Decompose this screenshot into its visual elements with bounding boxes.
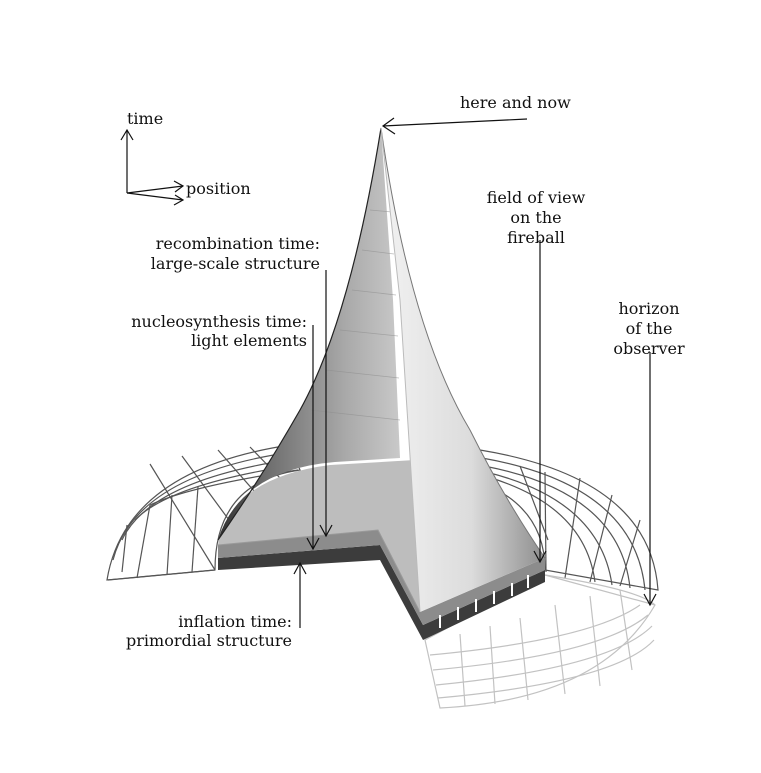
cone-left-side — [217, 127, 401, 541]
nucleosynthesis-layer — [218, 530, 545, 628]
position-axis-label: position — [186, 179, 251, 198]
field-of-view-label-line2: on the — [510, 208, 561, 227]
recombination-disk — [217, 460, 421, 613]
inflation-pointer — [293, 561, 307, 628]
inflation-label-line2: primordial structure — [126, 631, 292, 650]
here-and-now-label: here and now — [460, 93, 571, 112]
nucleosynthesis-label-line1: nucleosynthesis time: — [131, 312, 307, 331]
cone-right-side — [380, 127, 546, 613]
horizon-pointer — [643, 352, 657, 607]
grid-ring-right — [474, 449, 659, 591]
time-axis-label: time — [127, 109, 163, 128]
nucleosynthesis-label-line2: light elements — [191, 331, 307, 350]
field-of-view-label-line3: fireball — [507, 228, 565, 247]
inflation-layer — [218, 545, 545, 640]
field-of-view-label-line1: field of view — [487, 188, 586, 207]
recombination-pointer — [319, 270, 333, 538]
horizon-label-line1: horizon — [618, 299, 679, 318]
horizon-label-line3: observer — [613, 339, 685, 358]
grid-wedge-front — [424, 574, 656, 709]
recombination-label-line2: large-scale structure — [151, 254, 320, 273]
recombination-label-line1: recombination time: — [156, 234, 320, 253]
nucleosynthesis-pointer — [306, 325, 320, 551]
horizon-label-line2: of the — [626, 319, 673, 338]
axes-icon — [120, 128, 185, 206]
here-and-now-pointer — [381, 117, 528, 135]
inflation-label-line1: inflation time: — [178, 612, 292, 631]
field-of-view-pointer — [533, 240, 547, 564]
